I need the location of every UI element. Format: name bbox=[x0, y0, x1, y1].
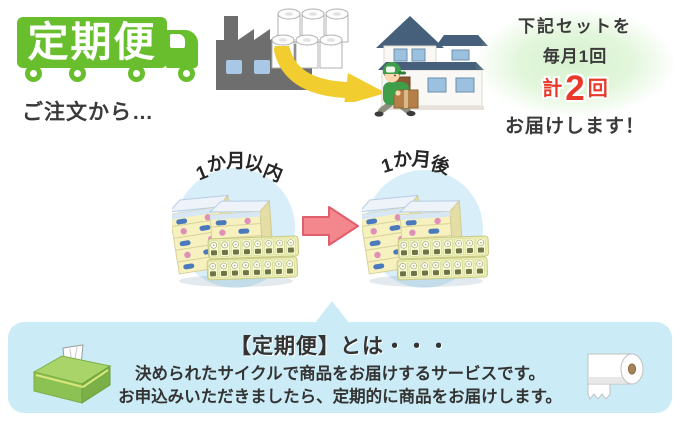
tissue-box-icon bbox=[32, 344, 112, 404]
toilet-roll-icon bbox=[587, 353, 644, 400]
right-arrow-icon bbox=[302, 206, 359, 246]
truck-wheel-icon bbox=[69, 65, 86, 82]
explanation-title: 【定期便】とは・・・ bbox=[230, 335, 450, 358]
note-line-1: 下記セットを bbox=[518, 17, 632, 36]
tissue-set-icon bbox=[362, 183, 492, 288]
note-line-2: 毎月1回 bbox=[542, 47, 608, 66]
second-month-label: 1か月後 bbox=[379, 148, 452, 179]
note-highlight-blob bbox=[474, 8, 676, 118]
count-suffix: 回 bbox=[587, 77, 608, 100]
order-from-text: ご注文から… bbox=[22, 101, 154, 124]
truck-cab-icon bbox=[166, 30, 198, 68]
explanation-line-2: お申込みいただきましたら、定期的に商品をお届けします。 bbox=[118, 388, 562, 406]
logo-text: 定期便 bbox=[27, 19, 157, 65]
delivery-person-icon bbox=[374, 62, 419, 117]
curved-arrow-icon bbox=[274, 46, 386, 102]
note-total-count: 計 2 回 bbox=[470, 71, 680, 106]
tissue-set-icon bbox=[172, 183, 302, 288]
count-number: 2 bbox=[565, 69, 585, 108]
note-line-3: お届けします！ bbox=[504, 116, 645, 137]
count-prefix: 計 bbox=[542, 77, 563, 100]
truck-wheel-icon bbox=[128, 65, 145, 82]
truck-wheel-icon bbox=[25, 65, 42, 82]
first-month-label: 1か月以内 bbox=[192, 151, 286, 187]
truck-wheel-icon bbox=[178, 65, 195, 82]
explanation-panel bbox=[8, 322, 672, 413]
truck-icon: 定期便 bbox=[17, 17, 167, 68]
bubble-notch bbox=[315, 301, 349, 323]
truck-window-icon bbox=[170, 34, 185, 48]
explanation-line-1: 決められたサイクルで商品をお届けするサービスです。 bbox=[134, 365, 546, 383]
delivery-note: 下記セットを 毎月1回 計 2 回 お届けします！ bbox=[470, 12, 680, 138]
